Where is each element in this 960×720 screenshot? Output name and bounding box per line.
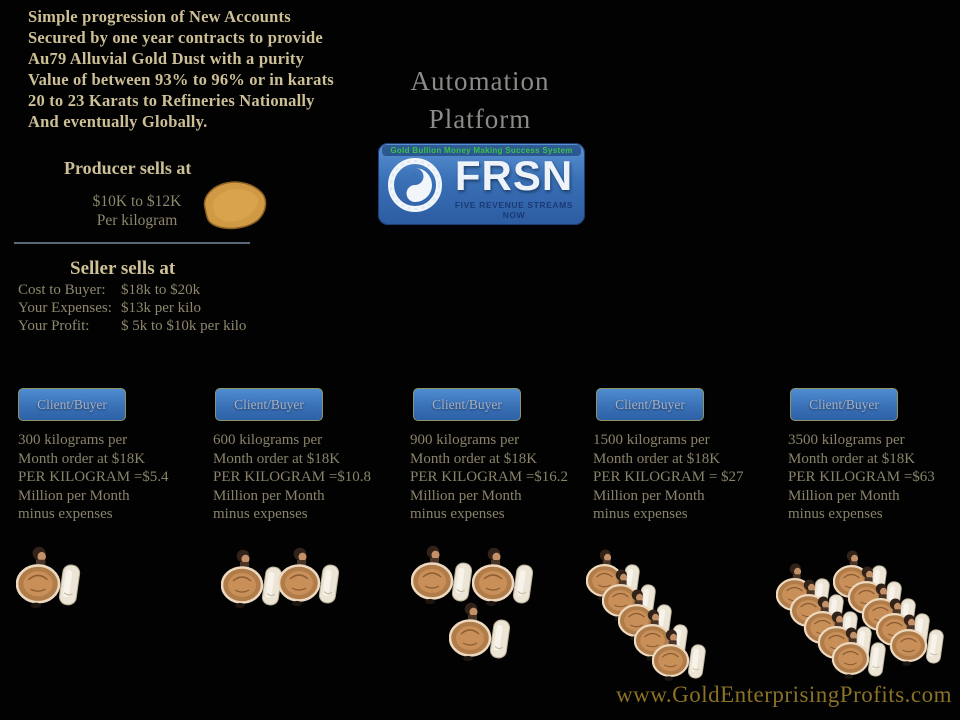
coin-pusher-figure (803, 595, 860, 650)
frsn-banner-text: Gold Bullion Money Making Success System (382, 145, 581, 156)
client-buyer-button-3[interactable]: Client/Buyer (413, 388, 521, 421)
client-buyer-button-2[interactable]: Client/Buyer (215, 388, 323, 421)
producer-price: $10K to $12K Per kilogram (92, 193, 182, 229)
column-description-3: 900 kilograms per Month order at $18K PE… (410, 432, 569, 522)
column-description-4: 1500 kilograms per Month order at $18K P… (593, 432, 744, 522)
seller-detail-rows: Cost to Buyer: $18k to $20k Your Expense… (18, 281, 278, 335)
intro-paragraph: Simple progression of New Accounts Secur… (28, 7, 334, 131)
coin-pusher-figure (585, 548, 642, 603)
coin-pusher-figure (277, 546, 342, 608)
automation-platform-heading: Automation Platform (410, 66, 550, 134)
section-divider (14, 242, 250, 244)
frsn-acronym: FRSN (454, 152, 574, 199)
yin-yang-wave-icon (386, 156, 444, 219)
frsn-tagline: FIVE REVENUE STREAMS NOW (454, 200, 574, 220)
frsn-logo: Gold Bullion Money Making Success System… (378, 143, 585, 225)
coin-pusher-figure (601, 568, 658, 623)
coin-pusher-figure (15, 545, 83, 610)
seller-row-value: $ 5k to $10k per kilo (121, 318, 247, 334)
coin-pusher-figure (831, 626, 888, 681)
coin-pusher-figure (471, 546, 536, 608)
coin-pusher-figure (775, 562, 832, 617)
seller-row-cost: Cost to Buyer: $18k to $20k (18, 281, 278, 299)
client-buyer-button-4[interactable]: Client/Buyer (596, 388, 704, 421)
coin-pusher-figure (832, 549, 889, 604)
client-buyer-button-5[interactable]: Client/Buyer (790, 388, 898, 421)
coin-pusher-figure (875, 597, 932, 652)
coin-pusher-figure (410, 544, 475, 606)
client-buyer-button-1[interactable]: Client/Buyer (18, 388, 126, 421)
seller-row-label: Your Profit: (18, 318, 90, 334)
coin-pusher-figure (633, 608, 690, 663)
column-description-5: 3500 kilograms per Month order at $18K P… (788, 432, 935, 522)
coin-pusher-figure (861, 582, 918, 637)
seller-row-label: Cost to Buyer: (18, 282, 106, 298)
seller-row-label: Your Expenses: (18, 300, 112, 316)
coin-pusher-figure (817, 610, 874, 665)
gold-nugget-icon (193, 176, 273, 239)
seller-row-profit: Your Profit: $ 5k to $10k per kilo (18, 317, 278, 335)
seller-heading: Seller sells at (70, 258, 176, 279)
coin-pusher-figure (889, 613, 946, 668)
coin-pusher-figure (651, 628, 708, 683)
coin-pusher-figure (448, 601, 513, 663)
column-description-2: 600 kilograms per Month order at $18K PE… (213, 432, 372, 522)
producer-heading: Producer sells at (64, 158, 192, 178)
coin-pusher-figure (220, 548, 285, 610)
coin-pusher-figure (789, 578, 846, 633)
coin-pusher-figure (847, 565, 904, 620)
seller-row-value: $18k to $20k (121, 282, 201, 298)
seller-row-value: $13k per kilo (121, 300, 201, 316)
website-url-link[interactable]: www.GoldEnterprisingProfits.com (616, 682, 952, 707)
column-description-1: 300 kilograms per Month order at $18K PE… (18, 432, 169, 522)
coin-pusher-figure (617, 588, 674, 643)
seller-row-expenses: Your Expenses: $13k per kilo (18, 299, 278, 317)
